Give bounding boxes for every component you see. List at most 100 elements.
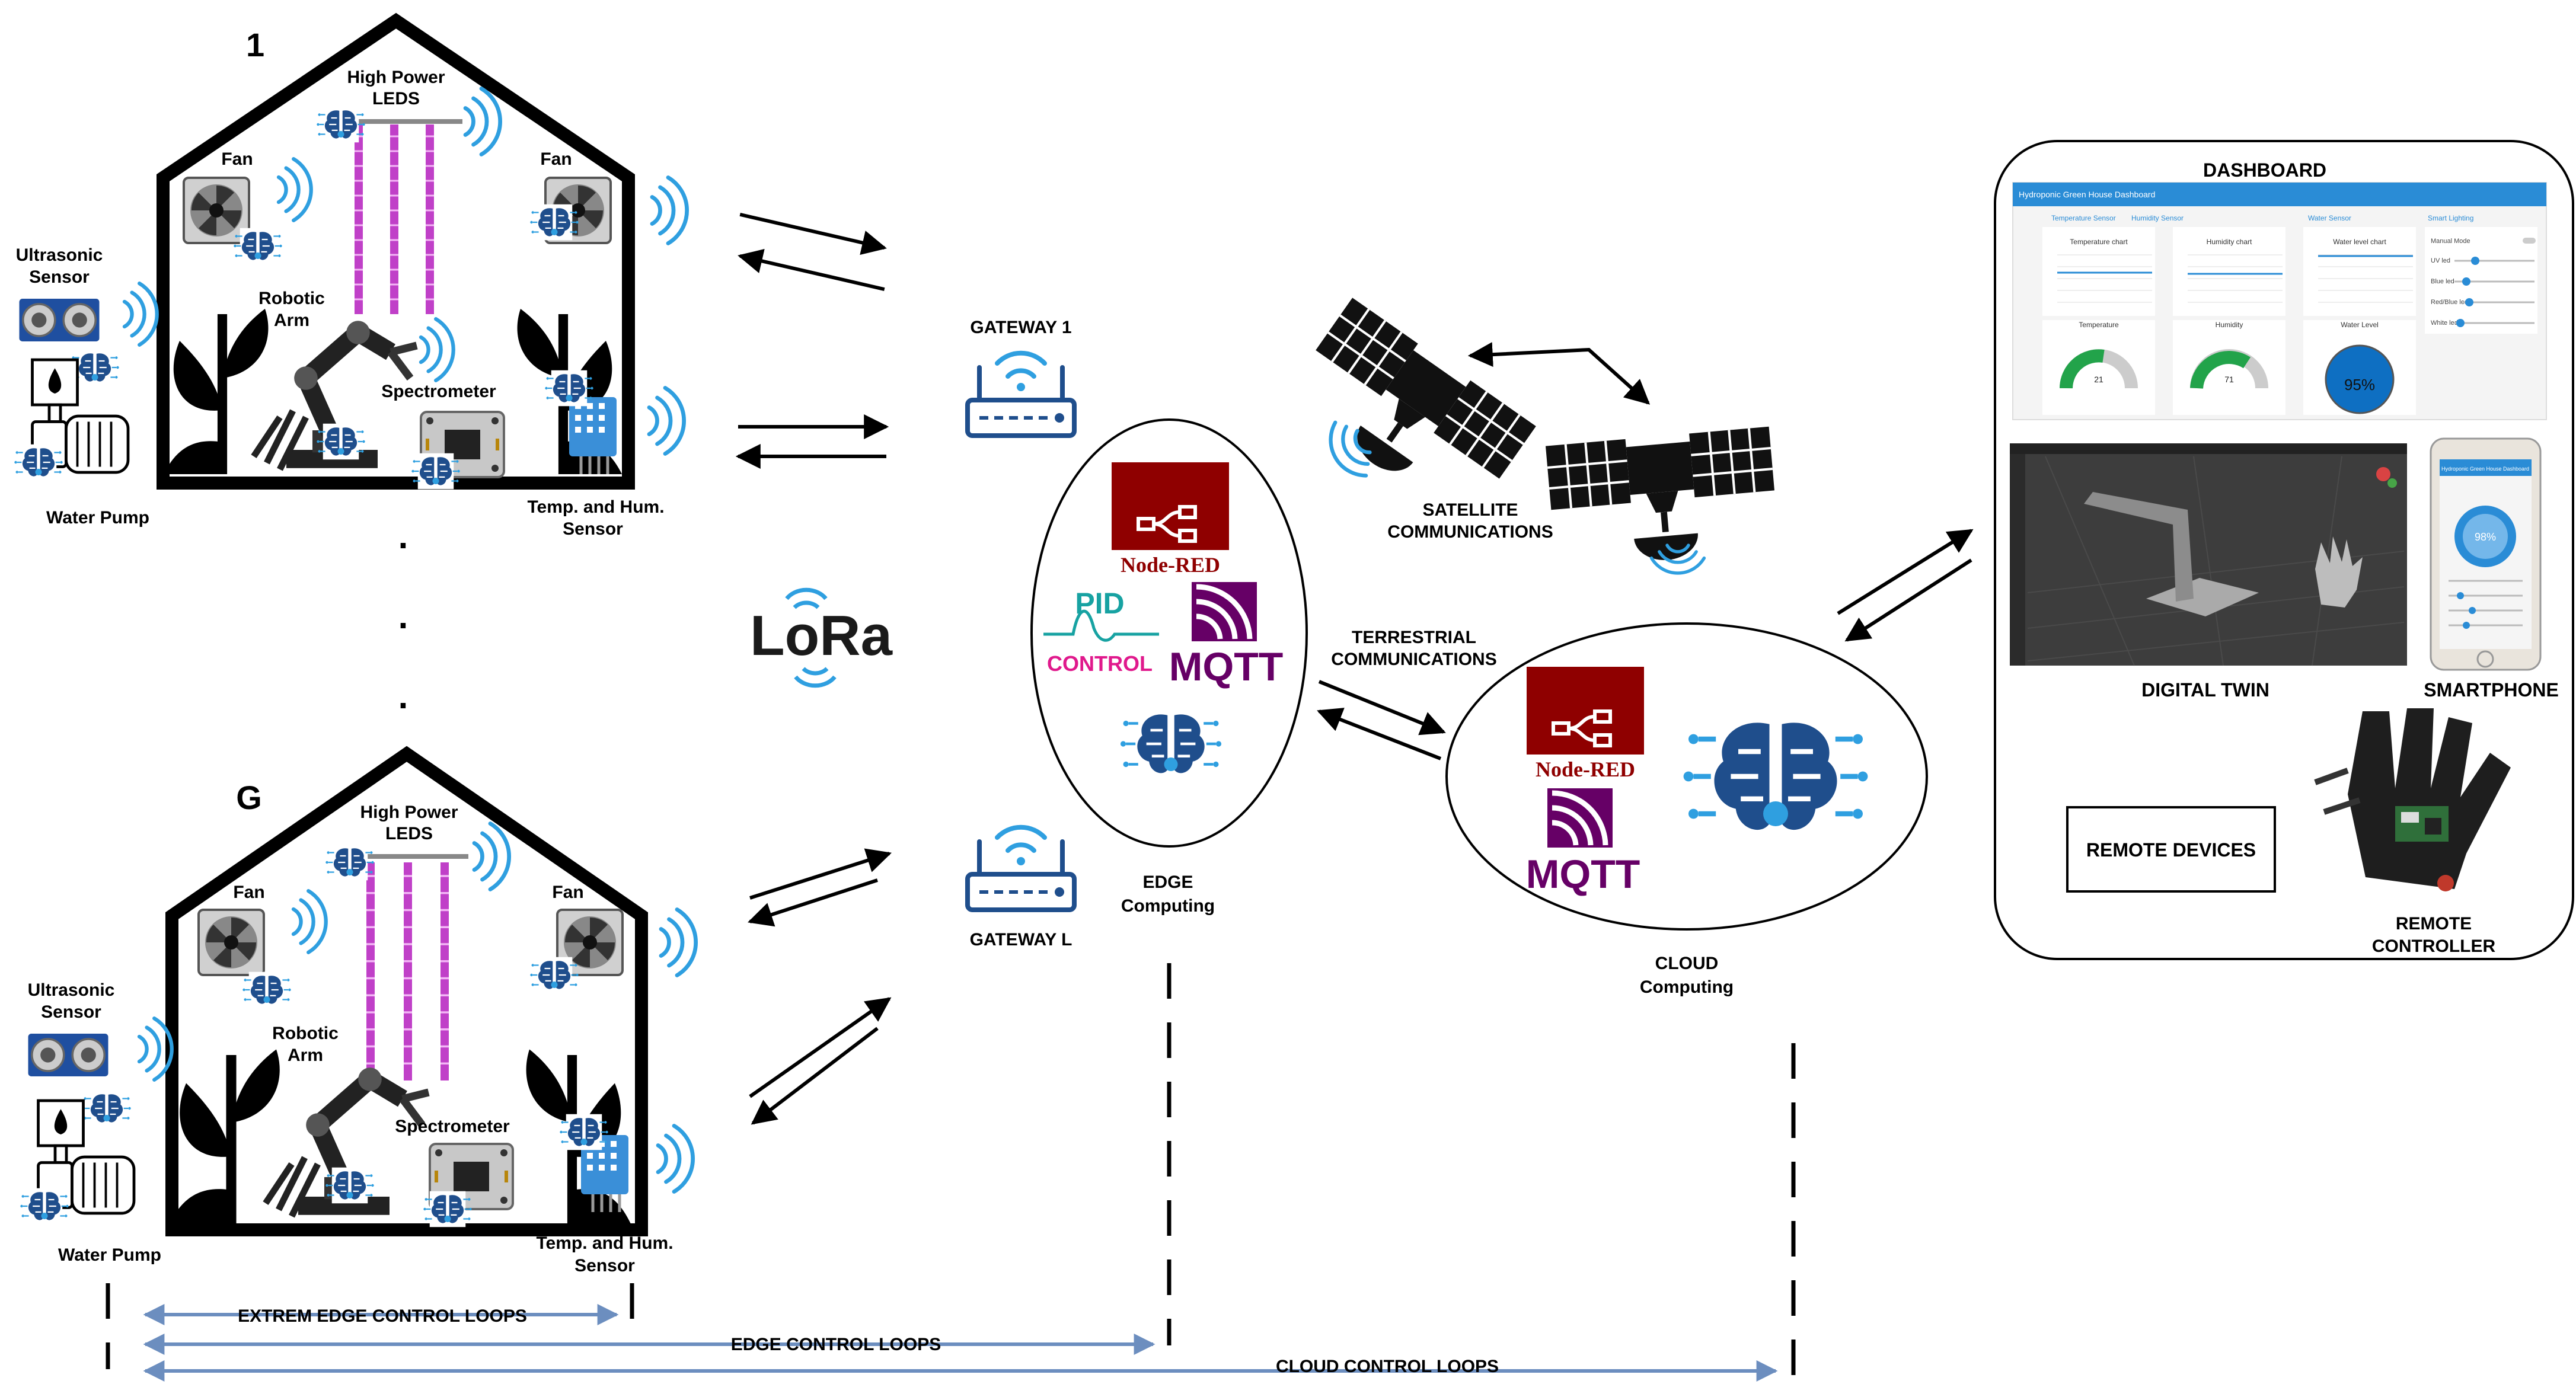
water-level-gauge-value: 95%: [2344, 376, 2375, 394]
node-red-logo: [1112, 462, 1229, 550]
chart-title: Humidity chart: [2207, 238, 2252, 246]
blue-led-slider[interactable]: [2462, 277, 2470, 286]
temp-hum-sensor-label-2: Sensor: [563, 519, 623, 539]
satellite-icon: [1281, 298, 1536, 528]
lighting-row-label: Manual Mode: [2431, 238, 2470, 245]
lighting-row-label: Red/Blue led: [2431, 299, 2468, 306]
remote-devices-label: REMOTE DEVICES: [2086, 839, 2256, 861]
spectrometer-label: Spectrometer: [381, 382, 496, 401]
lighting-row-label: White led: [2431, 319, 2458, 327]
cloud-loop-label: CLOUD CONTROL LOOPS: [1276, 1357, 1499, 1376]
remote-devices-panel: DASHBOARD Hydroponic Green House Dashboa…: [1994, 140, 2574, 960]
led-bar-icon: [353, 123, 364, 315]
ultrasonic-sensor-icon: [27, 1032, 110, 1078]
ai-brain-icon: [529, 203, 579, 241]
control-loops: EXTREM EDGE CONTROL LOOPS EDGE CONTROL L…: [106, 963, 1796, 1382]
satellite-link-arrow: [1467, 342, 1651, 405]
remote-controller-label-2: CONTROLLER: [2372, 936, 2496, 956]
satellite-label-2: COMMUNICATIONS: [1387, 522, 1553, 542]
gauge-title: Water Level: [2341, 321, 2379, 329]
ultrasonic-sensor-icon: [18, 298, 101, 343]
dashboard-column-title: Water Sensor: [2308, 214, 2351, 222]
high-power-leds-label-1: High Power: [360, 803, 458, 822]
ellipsis-dot: .: [398, 596, 408, 636]
water-level-gauge: [2325, 344, 2395, 414]
ai-brain-icon: [14, 443, 63, 481]
wireless-signal-icon: [293, 891, 326, 952]
dashboard-title: DASHBOARD: [2203, 159, 2326, 181]
node-red-logo: [1527, 667, 1644, 755]
phone-gauge-value: 98%: [2475, 531, 2496, 543]
ellipsis-dot: .: [398, 676, 408, 716]
ai-brain-icon: [316, 423, 366, 461]
humidity-gauge-value: 71: [2224, 375, 2234, 384]
white-led-slider[interactable]: [2456, 319, 2465, 327]
greenhouse-g-outline: [165, 746, 648, 1236]
uplink-arrow: [749, 848, 892, 900]
ai-brain-icon: [1121, 707, 1221, 782]
manual-mode-toggle[interactable]: [2523, 238, 2536, 244]
high-power-leds-label-1: High Power: [347, 68, 445, 87]
spectrometer-label: Spectrometer: [395, 1117, 510, 1136]
smartphone-screenshot[interactable]: Hydroponic Green House Dashboard 98%: [2430, 437, 2542, 671]
ultrasonic-sensor-label-2: Sensor: [41, 1002, 101, 1022]
terrestrial-label-2: COMMUNICATIONS: [1331, 650, 1496, 669]
downlink-arrow: [751, 1027, 879, 1125]
dashboard-header-text: Hydroponic Green House Dashboard: [2019, 190, 2155, 199]
smart-lighting-controls[interactable]: Manual Mode UV led Blue led Red/Blue led…: [2431, 238, 2536, 327]
edge-loop-label: EDGE CONTROL LOOPS: [731, 1335, 941, 1354]
uplink-arrow: [749, 997, 892, 1098]
high-power-leds-label-2: LEDS: [385, 824, 433, 843]
temperature-gauge-value: 21: [2094, 375, 2103, 384]
fan-icon: [197, 909, 265, 976]
plant-icon: [164, 309, 268, 474]
ai-brain-icon: [316, 106, 366, 143]
wireless-signal-icon: [658, 1126, 693, 1192]
humidity-gauge-fill: [2190, 351, 2251, 389]
gateway-1-label: GATEWAY 1: [970, 318, 1071, 337]
ultrasonic-sensor-label-1: Ultrasonic: [28, 980, 115, 1000]
digital-twin-label: DIGITAL TWIN: [2141, 679, 2269, 701]
cloud-node-red-text: Node-RED: [1536, 757, 1635, 781]
pid-text: PID: [1075, 587, 1124, 620]
remote-to-cloud-arrow: [1844, 558, 1972, 642]
high-power-leds-label-2: LEDS: [372, 89, 420, 108]
chart-title: Temperature chart: [2070, 238, 2128, 246]
led-bar-icon: [365, 861, 376, 1082]
pid-curve-icon: [1043, 609, 1159, 642]
lora-logo: LoRa: [750, 587, 893, 688]
ai-brain-icon: [411, 452, 461, 490]
terrestrial-label-1: TERRESTRIAL: [1352, 628, 1476, 647]
led-bar-icon: [389, 123, 400, 315]
satellite-label-1: SATELLITE: [1422, 500, 1518, 520]
dashboard-column-title: Humidity Sensor: [2131, 214, 2184, 222]
dashboard-screenshot[interactable]: Hydroponic Green House Dashboard Tempera…: [2012, 182, 2547, 420]
led-bar-icon: [424, 123, 435, 315]
temp-hum-sensor-label-2: Sensor: [574, 1256, 635, 1275]
greenhouse-1: 1 High Power LEDS Fan Fan Robotic Arm Sp…: [14, 12, 687, 539]
greenhouse-1-outline: [157, 12, 635, 490]
temp-hum-sensor-label-1: Temp. and Hum.: [536, 1233, 673, 1253]
terrestrial-uplink-arrow: [1318, 680, 1446, 736]
edge-ellipse: [1030, 418, 1308, 848]
chart-title: Water level chart: [2333, 238, 2386, 246]
remote-controller-label-1: REMOTE: [2396, 914, 2472, 934]
red-blue-led-slider[interactable]: [2465, 298, 2473, 306]
ai-brain-icon: [82, 1089, 132, 1127]
wireless-signal-icon: [421, 319, 454, 381]
robotic-arm-label-1: Robotic: [272, 1024, 339, 1043]
uv-led-slider[interactable]: [2471, 257, 2479, 265]
ai-brain-icon: [1684, 708, 1868, 845]
ellipsis-dot: .: [398, 516, 408, 556]
greenhouse-g: G High Power LEDS Fan Fan Robotic Arm Sp…: [20, 746, 695, 1275]
ai-brain-icon: [423, 1190, 473, 1228]
digital-twin-screenshot[interactable]: [2010, 443, 2407, 666]
ai-brain-icon: [559, 1113, 609, 1151]
mqtt-signal-icon: [1547, 788, 1613, 848]
mqtt-signal-icon: [1192, 582, 1257, 641]
ai-brain-icon: [233, 227, 283, 265]
cloud-to-remote-arrow: [1837, 529, 1974, 615]
router-icon: [968, 353, 1074, 436]
wireless-signal-icon: [125, 283, 157, 345]
